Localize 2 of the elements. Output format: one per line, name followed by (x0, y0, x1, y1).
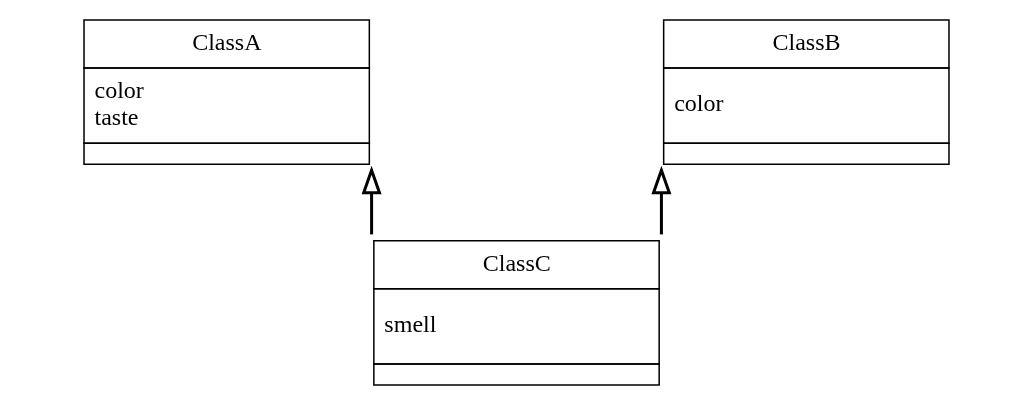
arrow (361, 165, 382, 235)
arrow (650, 165, 671, 235)
